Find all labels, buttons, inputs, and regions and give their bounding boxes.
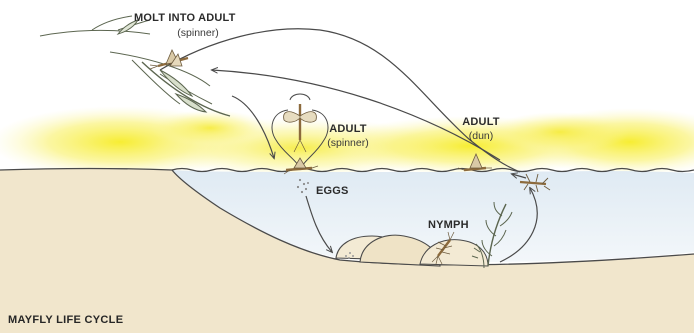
diagram-title: MAYFLY LIFE CYCLE — [8, 315, 123, 326]
molt-stage-label: MOLT INTO ADULT — [134, 13, 236, 24]
adult-dun-sublabel: (dun) — [469, 131, 494, 142]
adult-spinner-sublabel: (spinner) — [327, 138, 368, 149]
eggs-stage-label: EGGS — [316, 186, 349, 197]
molt-stage-sublabel: (spinner) — [177, 28, 218, 39]
adult-dun-label: ADULT — [462, 117, 499, 128]
adult-spinner-label: ADULT — [329, 124, 366, 135]
nymph-stage-label: NYMPH — [428, 220, 469, 231]
